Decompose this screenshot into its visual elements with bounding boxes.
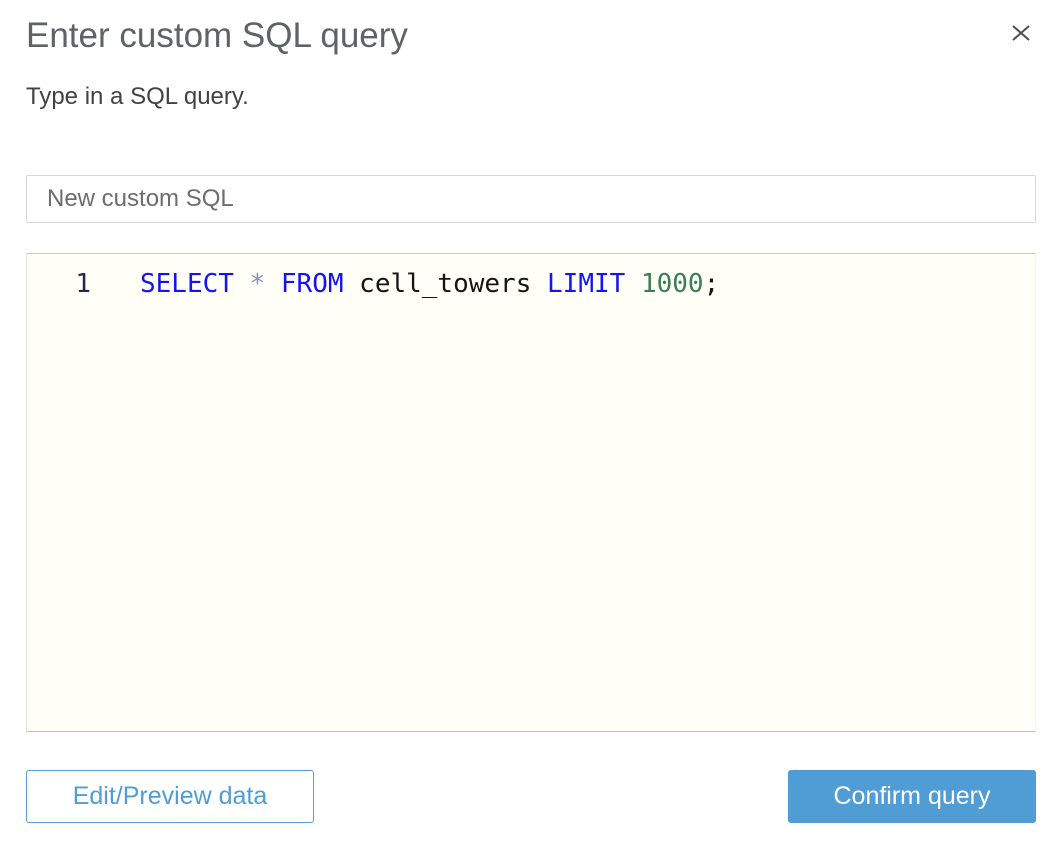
sql-token-plain: [265, 269, 281, 299]
sql-token-keyword: LIMIT: [547, 269, 626, 299]
close-icon: [1010, 22, 1032, 44]
sql-token-table-name: cell_towers: [343, 269, 548, 299]
sql-token-operator: *: [249, 269, 266, 299]
sql-token-plain: ;: [703, 269, 720, 299]
edit-preview-data-button[interactable]: Edit/Preview data: [26, 770, 314, 823]
sql-token-number: 1000: [640, 269, 704, 299]
sql-token-plain: [234, 269, 250, 299]
sql-query-text: SELECT * FROM cell_towers LIMIT 1000;: [140, 266, 719, 302]
sql-token-keyword: SELECT: [140, 269, 234, 299]
line-number: 1: [75, 269, 91, 299]
sql-name-input[interactable]: [26, 175, 1036, 223]
confirm-query-button[interactable]: Confirm query: [788, 770, 1036, 823]
modal-subtitle: Type in a SQL query.: [26, 83, 249, 110]
sql-token-plain: [625, 269, 641, 299]
code-line: 1 SELECT * FROM cell_towers LIMIT 1000;: [27, 266, 1035, 302]
sql-code-editor[interactable]: 1 SELECT * FROM cell_towers LIMIT 1000;: [26, 253, 1036, 732]
sql-token-keyword: FROM: [280, 269, 344, 299]
page-title: Enter custom SQL query: [26, 16, 408, 55]
close-button[interactable]: [1008, 20, 1034, 46]
